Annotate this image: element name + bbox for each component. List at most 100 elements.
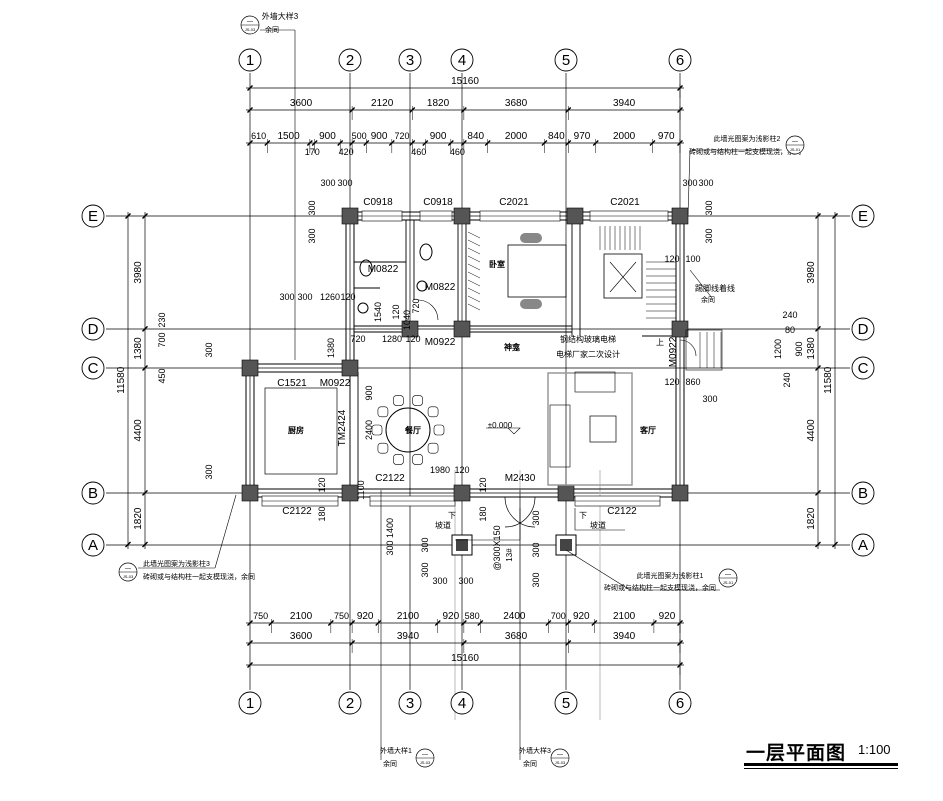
note-col-note-2a: 此墙光图案为浅影柱2 [714, 134, 781, 143]
detail-reference-sheet: JS-01 [790, 147, 801, 152]
dim-left-axis-value: 1380 [133, 337, 144, 360]
axis-bubble-top-6 [668, 48, 692, 72]
coffee-table [589, 415, 617, 443]
axis-bubble-left-E-label: E [88, 208, 98, 225]
dim-top-detail-value: 840 [467, 131, 484, 142]
toilet [419, 243, 433, 261]
dimension-label: 300 [531, 510, 541, 525]
washbasin [416, 280, 428, 292]
note-elevator-2: 电梯厂家二次设计 [556, 349, 620, 359]
dim-top-axis-value: 3600 [290, 98, 313, 109]
dimension-label: 300 [702, 394, 717, 404]
room-label: 客厅 [639, 425, 656, 435]
dim-tick [142, 541, 148, 548]
detail-reference-sheet: JS-01 [723, 580, 734, 585]
dim-top-detail-value: 1500 [277, 131, 300, 142]
axis-bubble-bottom-5 [554, 691, 578, 715]
axis-bubble-right-A-label: A [858, 537, 868, 554]
dim-tick [142, 325, 148, 332]
dim-bottom-detail-value: 580 [465, 611, 480, 621]
dimension-label: 300 [297, 292, 312, 302]
dining-chair [412, 395, 423, 406]
axis-bubble-top-1-label: 1 [246, 52, 254, 69]
structural-column [671, 484, 689, 502]
dimension-label: 1200 [773, 339, 783, 359]
dimension-label: 230 [157, 312, 167, 327]
detail-reference-sheet: JS-03 [420, 760, 431, 765]
detail-reference-number: — [725, 572, 731, 578]
dim-tick [815, 489, 821, 496]
dim-bottom-detail-value: 2100 [397, 611, 420, 622]
dim-bottom-detail-value: 750 [253, 611, 268, 621]
dim-top-detail-value: 460 [411, 147, 426, 157]
dim-top-detail-value: 170 [305, 147, 320, 157]
dining-chair [377, 406, 389, 418]
axis-bubble-bottom-1 [238, 691, 262, 715]
opening-label-C2021: C2021 [610, 197, 640, 208]
dimension-label: 1400 [385, 518, 395, 538]
note-skirting-same: 余同 [701, 295, 715, 304]
door-swing [679, 339, 697, 357]
sofa [549, 404, 571, 468]
note-elevator-1: 钢结构玻璃电梯 [560, 334, 616, 344]
dim-top-detail-value: 460 [450, 147, 465, 157]
dimension-label: 1280 [382, 334, 402, 344]
dimension-label: 120 [664, 254, 679, 264]
dim-tick [815, 541, 821, 548]
dim-top-detail-value: 900 [319, 131, 336, 142]
wardrobe-hatch [467, 263, 481, 271]
dim-right-axis-value: 3980 [806, 261, 817, 284]
dim-right-axis-value: 4400 [806, 419, 817, 442]
dim-top-total-value: 15160 [451, 76, 479, 87]
dimension-label: 180 [478, 506, 488, 521]
dim-tick [247, 620, 253, 626]
dimension-label: 300 [320, 178, 335, 188]
dining-chair [393, 454, 404, 465]
structural-column [453, 320, 471, 338]
kitchen-counter [264, 387, 338, 475]
dim-tick [247, 662, 253, 668]
opening-label-M0922: M0922 [425, 337, 456, 348]
room-label: 卧室 [489, 259, 505, 269]
dim-right-axis-value: 1380 [806, 337, 817, 360]
wardrobe-hatch [467, 271, 481, 279]
dimension-label: 300 [704, 200, 714, 215]
dim-bottom-detail-value: 920 [573, 611, 590, 622]
axis-bubble-bottom-4-label: 4 [458, 695, 466, 712]
note-detail-bottom-1: 外墙大样1 [380, 746, 412, 755]
dim-tick [125, 213, 131, 219]
note-detail-bottom-1-same: 余同 [383, 759, 397, 768]
dim-bottom-total-value: 15160 [451, 653, 479, 664]
leader-line [214, 494, 237, 569]
dim-tick [247, 107, 253, 113]
dimension-label: 240 [782, 310, 797, 320]
elevator-cross [609, 261, 637, 293]
axis-bubble-left-C [81, 356, 105, 380]
note-detail-bottom-2: 外墙大样3 [519, 746, 551, 755]
structural-column [566, 207, 584, 225]
dim-bottom-axis-value: 3940 [613, 631, 636, 642]
dimension-label: 300 [420, 537, 430, 552]
dimension-label: 300 [420, 562, 430, 577]
axis-bubble-top-6-label: 6 [676, 52, 684, 69]
opening-label-C0918: C0918 [423, 197, 453, 208]
dim-tick [247, 85, 253, 91]
dimension-label: 100 [685, 254, 700, 264]
dimension-label: 720 [350, 334, 365, 344]
dim-top-detail-value: 970 [658, 131, 675, 142]
note-step: @300X150 [492, 525, 502, 570]
dim-tick [247, 640, 253, 646]
dim-bottom-detail-value: 750 [334, 611, 349, 621]
axis-bubble-top-3-label: 3 [406, 52, 414, 69]
detail-reference-sheet: JS-03 [555, 760, 566, 765]
wardrobe-hatch [467, 287, 481, 295]
axis-bubble-bottom-2 [338, 691, 362, 715]
wardrobe-hatch [467, 255, 481, 263]
axis-bubble-right-C-label: C [858, 360, 869, 377]
dim-tick [142, 489, 148, 496]
note-col-note-3a: 此墙光图案为浅影柱3 [143, 559, 210, 568]
note-ramp-left: 坡道 [435, 520, 451, 530]
dimension-label: 300 [531, 572, 541, 587]
detail-reference-number: — [125, 566, 131, 572]
dim-left-axis-value: 1820 [133, 507, 144, 530]
